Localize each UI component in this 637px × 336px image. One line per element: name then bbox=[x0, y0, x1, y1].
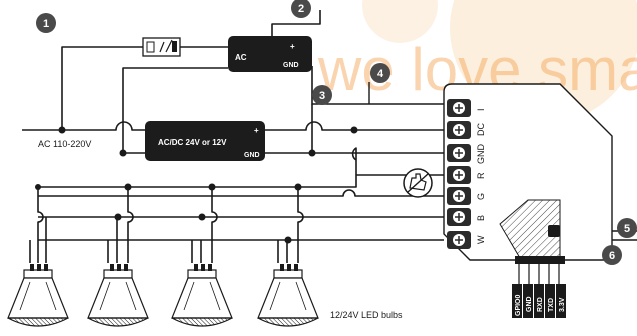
terminal-screw bbox=[447, 121, 471, 139]
header-pin-rxd: RXD bbox=[537, 297, 544, 312]
terminal-label-i: I bbox=[476, 108, 486, 111]
ac-input-label: AC 110-220V bbox=[38, 139, 91, 149]
badge-4-label: 4 bbox=[377, 68, 384, 80]
psu-small-plus-label: + bbox=[290, 42, 295, 51]
wire-ac-neutral bbox=[122, 67, 228, 153]
terminal-block bbox=[447, 99, 471, 249]
psu-main: AC/DC 24V or 12V + GND bbox=[145, 121, 265, 161]
psu-small: AC + GND bbox=[228, 36, 312, 72]
badge-2-label: 2 bbox=[298, 3, 304, 15]
terminal-label-w: W bbox=[476, 235, 486, 244]
led-bulb-2 bbox=[87, 263, 149, 327]
junction-dots bbox=[35, 126, 358, 244]
terminal-screw bbox=[447, 144, 471, 162]
wire-ac-live bbox=[22, 121, 145, 131]
header-pin-txd: TXD bbox=[548, 298, 555, 312]
psu-small-ac-label: AC bbox=[235, 53, 247, 62]
wire-bulb4 bbox=[277, 187, 304, 263]
terminal-screw bbox=[447, 99, 471, 117]
badge-1: 1 bbox=[36, 13, 56, 33]
badge-3: 3 bbox=[312, 85, 332, 105]
badge-5-label: 5 bbox=[624, 223, 630, 235]
wire-psu-plus-out bbox=[271, 10, 321, 36]
wire-bulb3 bbox=[191, 187, 218, 263]
wire-bulb2 bbox=[107, 187, 134, 263]
header-pin-gnd: GND bbox=[526, 296, 533, 312]
terminal-screw bbox=[447, 208, 471, 226]
terminal-label-gnd: GND bbox=[476, 144, 486, 165]
psu-main-plus-label: + bbox=[254, 126, 259, 135]
badge-3-label: 3 bbox=[319, 90, 325, 102]
switch-icon bbox=[142, 37, 181, 57]
badge-6-label: 6 bbox=[609, 250, 615, 262]
wire-bulb1 bbox=[29, 187, 47, 263]
badge-4: 4 bbox=[370, 63, 390, 83]
wire-live-to-switch bbox=[61, 46, 143, 130]
led-bulb-1 bbox=[7, 263, 69, 327]
badge-5: 5 bbox=[617, 218, 637, 238]
psu-main-label: AC/DC 24V or 12V bbox=[158, 138, 227, 147]
badge-1-label: 1 bbox=[43, 18, 49, 30]
header-pin-gpio0: GPIO0 bbox=[515, 294, 522, 316]
terminal-screw bbox=[447, 187, 471, 205]
terminal-screw bbox=[447, 166, 471, 184]
header-pin-3v3: 3.3V bbox=[559, 297, 566, 312]
led-bulb-4 bbox=[257, 263, 319, 327]
led-bulb-3 bbox=[171, 263, 233, 327]
badge-6: 6 bbox=[602, 245, 622, 265]
terminal-label-b: B bbox=[476, 215, 486, 221]
controller-module bbox=[443, 83, 613, 285]
wire-main-plus bbox=[265, 121, 444, 131]
bulbs-label: 12/24V LED bulbs bbox=[330, 310, 403, 320]
header-pins: GPIO0 GND RXD TXD 3.3V bbox=[512, 284, 566, 318]
psu-main-gnd-label: GND bbox=[244, 152, 260, 159]
wire-green bbox=[38, 189, 444, 197]
badge-2: 2 bbox=[291, 0, 311, 18]
psu-small-gnd-label: GND bbox=[283, 62, 299, 69]
terminal-label-dc: DC bbox=[476, 123, 486, 136]
tap-icon bbox=[403, 168, 433, 198]
terminal-label-g: G bbox=[476, 193, 486, 200]
terminal-label-r: R bbox=[476, 172, 486, 179]
terminal-screw bbox=[447, 231, 471, 249]
wire-red bbox=[38, 147, 444, 188]
